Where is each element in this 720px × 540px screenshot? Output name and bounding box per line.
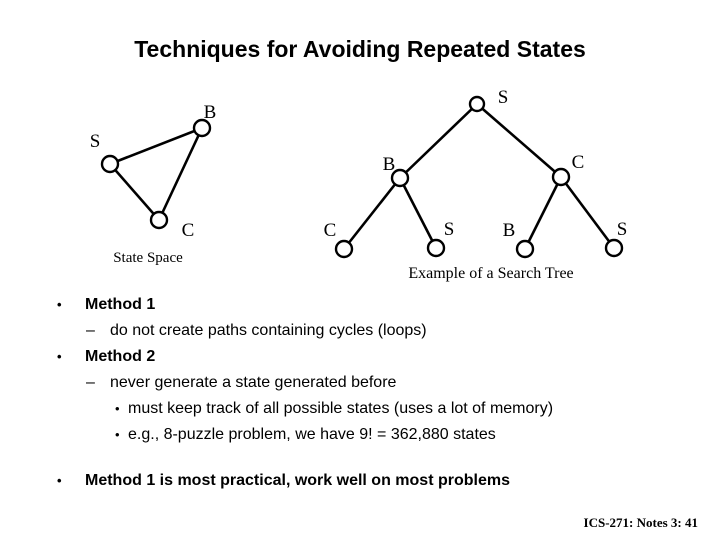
search_tree-node-label-BL: B bbox=[503, 220, 516, 241]
search_tree-node-label-SL: S bbox=[444, 219, 455, 240]
bullet-text: must keep track of all possible states (… bbox=[128, 400, 554, 417]
dash-marker: – bbox=[86, 374, 95, 391]
bullet-method-2-sub-never-generate: –never generate a state generated before bbox=[86, 373, 396, 392]
bullet-text: do not create paths containing cycles (l… bbox=[110, 322, 427, 339]
bullet-marker: • bbox=[115, 401, 120, 416]
search_tree-edge-S-C bbox=[476, 103, 562, 178]
search_tree-node-SL bbox=[426, 238, 446, 258]
search_tree-node-SR bbox=[604, 238, 624, 258]
search_tree-edge-S-B bbox=[399, 103, 478, 179]
search_tree-edge-C-BL bbox=[523, 176, 563, 250]
state_space-node-C bbox=[149, 210, 169, 230]
search_tree-node-BL bbox=[515, 239, 535, 259]
bullet-sub-memory: • must keep track of all possible states … bbox=[115, 399, 553, 418]
state_space-node-label-B: B bbox=[204, 102, 217, 123]
state_space-node-B bbox=[192, 118, 212, 138]
bullet-text: never generate a state generated before bbox=[110, 374, 397, 391]
bullet-marker: • bbox=[115, 427, 120, 442]
search_tree-node-label-CL: C bbox=[324, 220, 337, 241]
search_tree-edge-B-SL bbox=[398, 177, 438, 249]
bullet-text: Method 1 is most practical, work well on… bbox=[85, 472, 510, 489]
bullet-method-1: • Method 1 bbox=[57, 295, 155, 314]
search_tree-node-CL bbox=[334, 239, 354, 259]
state_space-node-label-S: S bbox=[90, 131, 101, 152]
search_tree-node-B bbox=[390, 168, 410, 188]
state_space-edge-S-B bbox=[109, 126, 203, 166]
bullet-text: Method 1 bbox=[85, 296, 156, 313]
state_space-node-label-C: C bbox=[182, 220, 195, 241]
bullet-marker: • bbox=[57, 297, 62, 312]
bullet-text: Method 2 bbox=[85, 348, 156, 365]
bullet-marker: • bbox=[57, 473, 62, 488]
bullet-method-2: • Method 2 bbox=[57, 347, 155, 366]
search_tree-node-label-B: B bbox=[383, 154, 396, 175]
bullet-method-1-sub-cycles: –do not create paths containing cycles (… bbox=[86, 321, 427, 340]
slide-title: Techniques for Avoiding Repeated States bbox=[134, 36, 586, 62]
state_space-edge-B-C bbox=[157, 127, 204, 221]
dash-marker: – bbox=[86, 322, 95, 339]
bullet-text: e.g., 8-puzzle problem, we have 9! = 362… bbox=[128, 426, 496, 443]
state_space-edge-S-C bbox=[109, 163, 160, 221]
search_tree-node-S bbox=[468, 95, 486, 113]
search_tree-node-C bbox=[551, 167, 571, 187]
state-space-caption: State Space bbox=[113, 250, 183, 266]
search_tree-node-label-C: C bbox=[572, 152, 585, 173]
bullet-sub-8-puzzle: • e.g., 8-puzzle problem, we have 9! = 36… bbox=[115, 425, 496, 444]
state_space-node-S bbox=[100, 154, 120, 174]
search_tree-node-label-SR: S bbox=[617, 219, 628, 240]
bullet-method-1-practical: • Method 1 is most practical, work well o… bbox=[57, 471, 510, 490]
footer-note: ICS-271: Notes 3: 41 bbox=[583, 515, 698, 530]
search_tree-node-label-S: S bbox=[498, 87, 509, 108]
search_tree-edge-B-CL bbox=[342, 177, 402, 250]
bullet-marker: • bbox=[57, 349, 62, 364]
search_tree-edge-C-SR bbox=[559, 176, 616, 249]
search-tree-caption: Example of a Search Tree bbox=[408, 265, 574, 282]
